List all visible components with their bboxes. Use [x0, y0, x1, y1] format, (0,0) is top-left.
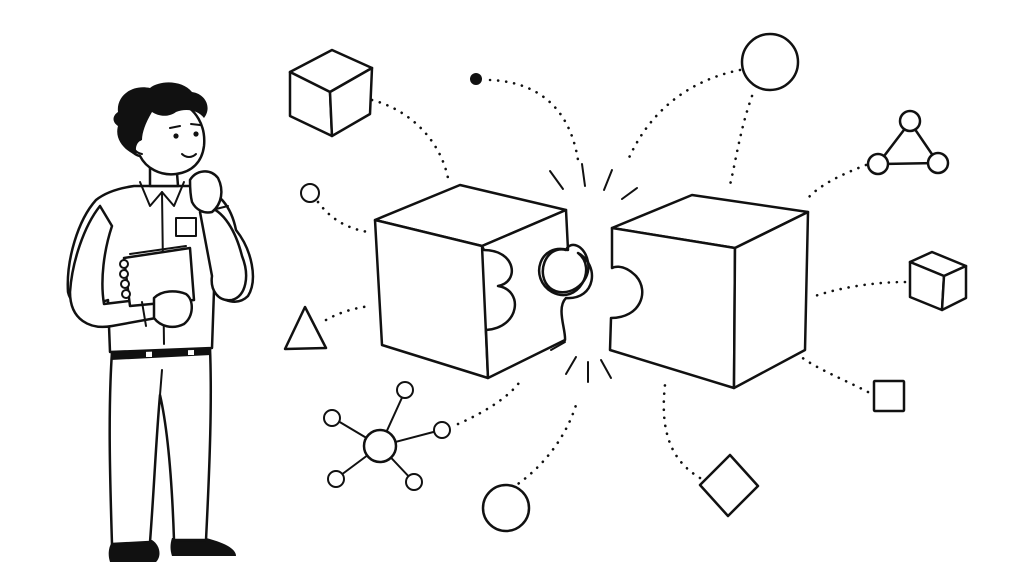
connector-left-circle [316, 200, 370, 234]
square-icon [872, 379, 906, 413]
eye [173, 133, 179, 139]
right-cube-side-face [732, 210, 810, 390]
circle-icon [740, 32, 800, 92]
spark-line [581, 163, 586, 187]
connector-top-cube [370, 98, 450, 180]
notebook-spiral [119, 259, 131, 299]
left-cube-front-face [373, 218, 490, 380]
hand-notebook [152, 290, 193, 329]
shoe-left [108, 540, 160, 562]
puzzle-cube-right [608, 193, 810, 390]
shoe-right [170, 538, 236, 556]
hub-network-icon [323, 381, 451, 491]
diamond-icon [698, 453, 760, 518]
spark-line [603, 169, 613, 191]
puzzle-cube-left [373, 183, 594, 380]
spark-lines [549, 163, 638, 383]
circle-icon [481, 483, 531, 533]
spark-line [565, 356, 577, 375]
connector-hub [456, 376, 524, 426]
lower-arm [68, 204, 158, 329]
right-cube-front-face [608, 226, 737, 390]
triangle-icon [283, 305, 328, 351]
connector-right-square [798, 354, 870, 394]
smile [181, 153, 197, 158]
spark-line [549, 170, 564, 190]
raised-arm [198, 204, 248, 302]
spark-line [550, 341, 566, 351]
connector-right-cube [813, 280, 907, 298]
eye [193, 131, 199, 137]
small-circle-icon [300, 183, 320, 203]
connector-circle-down [728, 94, 754, 187]
hand-chin [188, 170, 223, 214]
connector-right-triangle [806, 163, 868, 200]
network-triangle-icon [866, 109, 950, 176]
connector-top-dot [488, 78, 580, 162]
cube-icon [288, 48, 374, 138]
spark-line [621, 187, 638, 200]
spark-line [600, 359, 612, 379]
connector-top-circle [626, 68, 742, 162]
left-cube-tab-outline [541, 243, 590, 294]
trousers [108, 346, 213, 546]
connector-bottom-diamond [662, 383, 702, 480]
connection-lines [316, 68, 907, 490]
hair [113, 82, 208, 156]
person-thinking [66, 82, 255, 562]
connector-left-triangle [324, 304, 372, 322]
left-cube-side-face [480, 208, 594, 380]
connector-bottom-circle [510, 403, 578, 490]
dot-icon [470, 73, 482, 85]
cube-icon [908, 250, 968, 312]
